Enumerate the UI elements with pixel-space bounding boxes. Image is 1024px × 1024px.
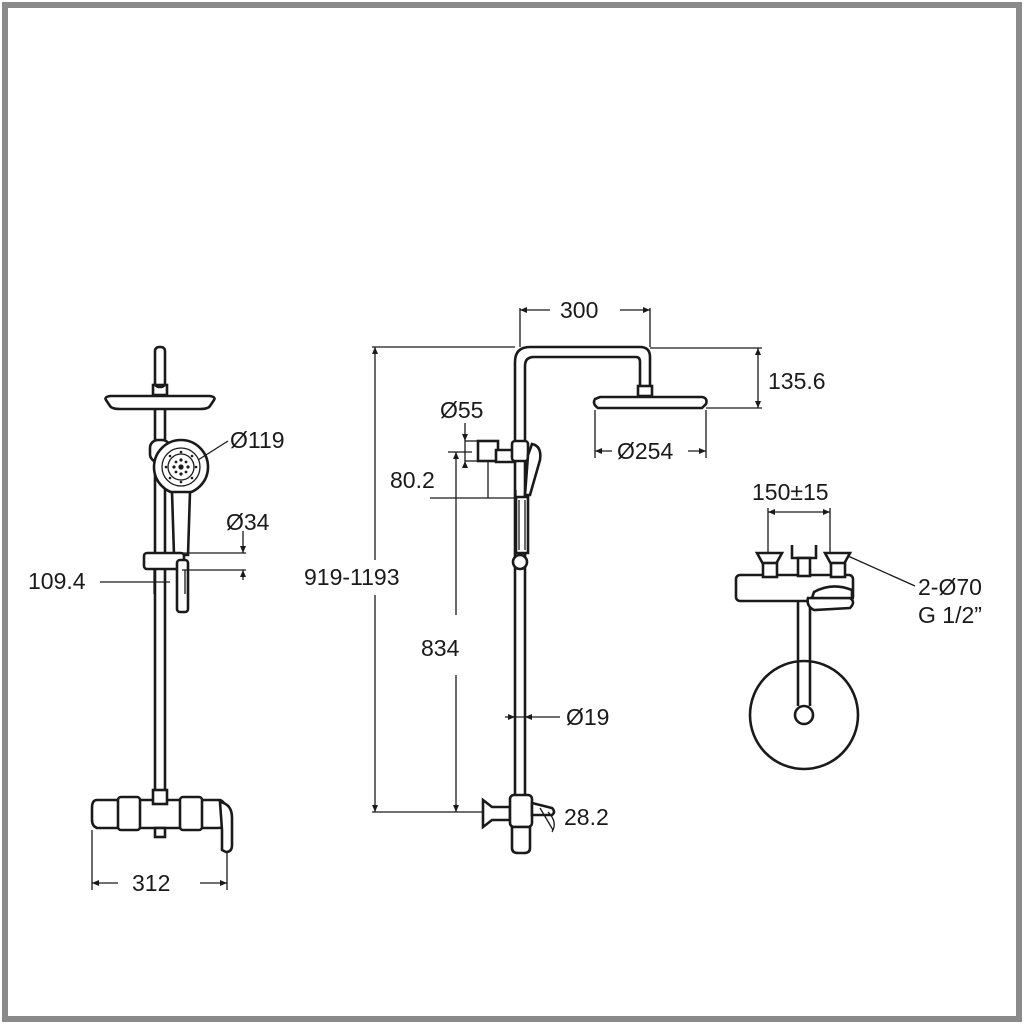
dim-holder-offset: 80.2	[390, 467, 435, 493]
side-view	[476, 345, 708, 855]
dim-holder-diameter: Ø55	[440, 397, 483, 423]
dim-spout-angle: 28.2	[564, 804, 609, 830]
dim-total-height: 919-1193	[304, 564, 400, 590]
top-view	[734, 545, 860, 771]
dim-overhead-diameter: Ø254	[617, 438, 673, 464]
dim-slider-projection: 109.4	[28, 568, 86, 594]
top-view-dimensions: 150±15 2-Ø70 G 1/2”	[752, 479, 982, 628]
side-view-dimensions: 300 135.6 Ø254 Ø55 80.2 919-11	[304, 297, 826, 833]
dim-rail-diameter: Ø19	[566, 704, 609, 730]
dim-slider-diameter: Ø34	[226, 509, 270, 535]
dim-inlet-escutcheons: 2-Ø70	[918, 574, 982, 600]
dim-hand-shower-diameter: Ø119	[230, 427, 285, 453]
front-view-dimensions: Ø119 Ø34 109.4 312	[28, 427, 285, 896]
dim-inlet-spacing: 150±15	[752, 479, 829, 505]
dim-inlet-thread: G 1/2”	[918, 602, 982, 628]
dim-mixer-to-holder: 834	[421, 635, 460, 661]
dim-mixer-width: 312	[132, 870, 170, 896]
dim-overhead-height: 135.6	[768, 368, 826, 394]
dim-arm-length: 300	[560, 297, 598, 323]
hand-shower-head	[152, 438, 210, 496]
front-view	[90, 345, 234, 854]
